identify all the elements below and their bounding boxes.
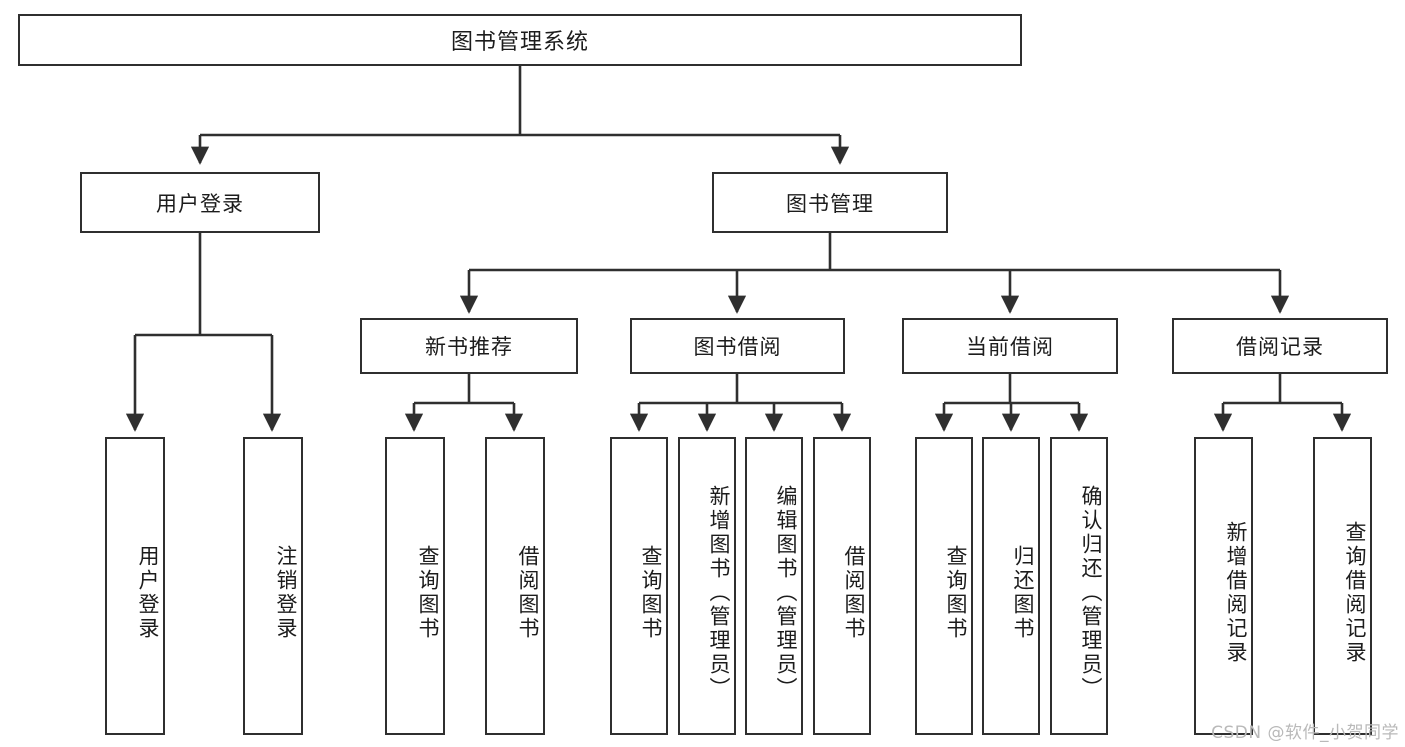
node-borrow-record[interactable]: 借阅记录 [1172, 318, 1388, 374]
leaf-edit-book-admin[interactable]: 编辑图书（管理员） [745, 437, 803, 735]
leaf-borrow-book-recommend[interactable]: 借阅图书 [485, 437, 545, 735]
node-user-login[interactable]: 用户登录 [80, 172, 320, 233]
node-root-book-management-system[interactable]: 图书管理系统 [18, 14, 1022, 66]
leaf-add-book-admin[interactable]: 新增图书（管理员） [678, 437, 736, 735]
watermark-text: CSDN @软件_小贺同学 [1211, 723, 1399, 743]
leaf-logout-login[interactable]: 注销登录 [243, 437, 303, 735]
leaf-query-book-current[interactable]: 查询图书 [915, 437, 973, 735]
node-book-manage[interactable]: 图书管理 [712, 172, 948, 233]
leaf-add-borrow-record[interactable]: 新增借阅记录 [1194, 437, 1253, 735]
leaf-confirm-return-admin[interactable]: 确认归还（管理员） [1050, 437, 1108, 735]
node-new-book-recommend[interactable]: 新书推荐 [360, 318, 578, 374]
leaf-query-borrow-record[interactable]: 查询借阅记录 [1313, 437, 1372, 735]
leaf-query-book-borrow[interactable]: 查询图书 [610, 437, 668, 735]
leaf-user-login[interactable]: 用户登录 [105, 437, 165, 735]
leaf-query-book-recommend[interactable]: 查询图书 [385, 437, 445, 735]
leaf-borrow-book-borrow[interactable]: 借阅图书 [813, 437, 871, 735]
leaf-return-book[interactable]: 归还图书 [982, 437, 1040, 735]
node-book-borrow[interactable]: 图书借阅 [630, 318, 845, 374]
node-current-borrow[interactable]: 当前借阅 [902, 318, 1118, 374]
